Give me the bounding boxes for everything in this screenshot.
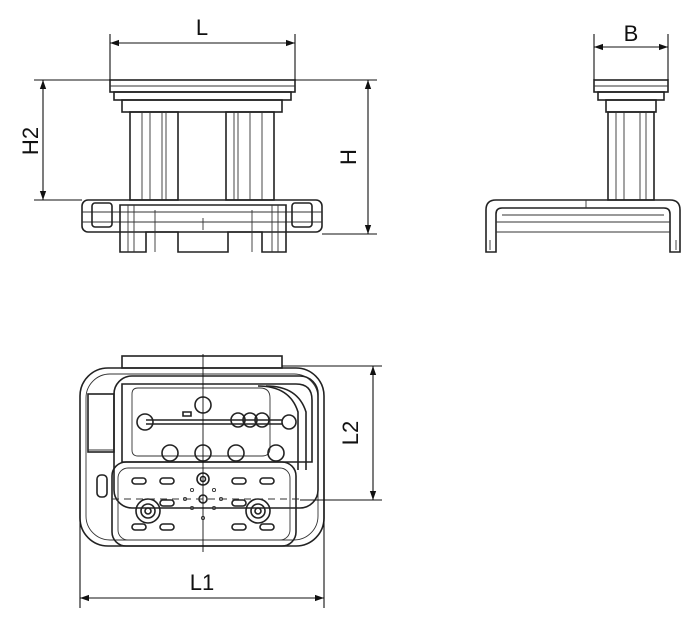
label-l1: L1 xyxy=(190,570,214,595)
dimension-l: L xyxy=(109,15,296,80)
dimension-l2: L2 xyxy=(282,365,382,501)
label-h2: H2 xyxy=(18,127,43,155)
label-l2: L2 xyxy=(338,421,363,445)
dimension-h: H xyxy=(295,79,377,235)
dimension-h2: H2 xyxy=(18,79,110,201)
dimension-l1: L1 xyxy=(79,450,325,608)
dimension-b: B xyxy=(593,21,669,80)
label-l: L xyxy=(196,15,208,40)
label-h: H xyxy=(336,149,361,165)
top-view xyxy=(79,354,325,552)
label-b: B xyxy=(624,21,639,46)
front-view xyxy=(81,79,323,253)
side-view xyxy=(485,79,681,253)
